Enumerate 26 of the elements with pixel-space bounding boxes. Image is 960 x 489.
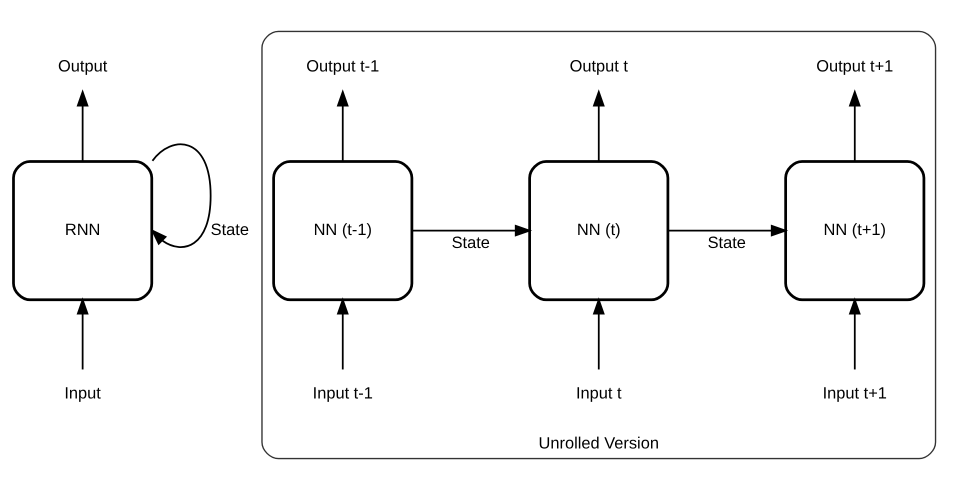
node-text: Output t [570, 56, 628, 75]
arrow [668, 224, 788, 236]
arrow [76, 88, 89, 161]
arrow [592, 88, 605, 161]
node-text: Output t+1 [816, 56, 894, 75]
arrow [150, 143, 212, 248]
node-text: Input t+1 [822, 384, 887, 402]
arrow [848, 296, 861, 369]
edge-label: State [210, 220, 249, 238]
node-text: Input t [576, 384, 622, 402]
node-box: NN (t-1) [272, 160, 414, 301]
arrow [592, 296, 605, 369]
arrow [848, 88, 861, 161]
node-box: NN (t+1) [784, 160, 926, 301]
node-box: RNN [12, 160, 154, 301]
node-text: Output [58, 56, 108, 75]
node-text: Input [64, 384, 101, 402]
edge-label: State [708, 233, 746, 252]
node-box: NN (t) [528, 160, 670, 301]
arrow [336, 88, 349, 161]
arrow [336, 296, 349, 369]
node-text: Output t-1 [306, 56, 380, 75]
node-text: Input t-1 [312, 384, 373, 402]
edge-label: State [452, 233, 490, 252]
arrow [412, 224, 532, 236]
arrow [76, 296, 89, 369]
